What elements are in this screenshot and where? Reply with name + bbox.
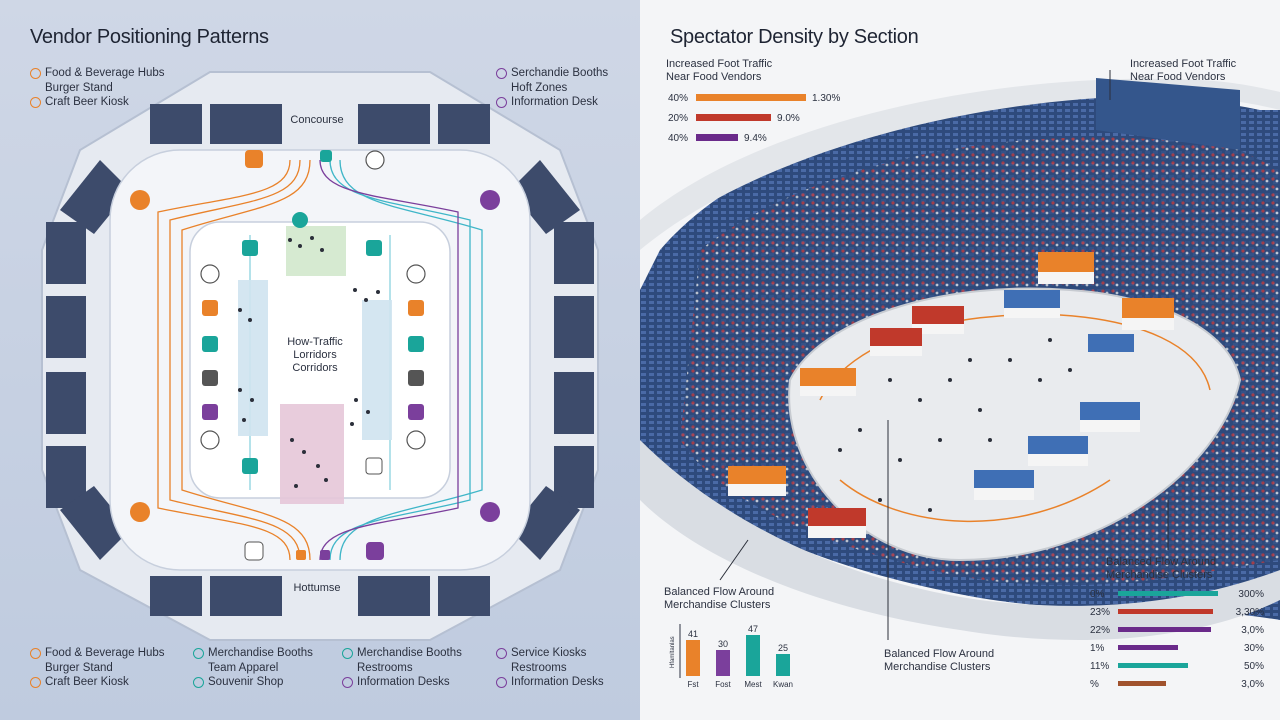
seating-blocks — [46, 104, 594, 616]
callout-leader-lines — [719, 70, 1169, 640]
beer-icon — [30, 96, 41, 108]
bar-value: 9.4% — [744, 133, 767, 144]
mini-bar-value: 41 — [688, 629, 698, 639]
bar-label: 0% — [1090, 589, 1105, 600]
flow-bar — [1118, 663, 1188, 668]
mini-bar-category: Kwan — [773, 680, 793, 689]
legend-food-top: Food & Beverage Hubs Burger Stand Craft … — [30, 66, 165, 110]
bar-label: 22% — [1090, 625, 1110, 636]
top-traffic-bars: 40% 1.30% 20% 9.0% 40% 9.4% — [668, 93, 840, 144]
callout-balanced-flow-mid: Balanced Flow Around Merchandise Cluster… — [884, 648, 995, 673]
callout-balanced-flow-left: Balanced Flow Around Merchandise Cluster… — [664, 586, 775, 611]
flow-bar — [1118, 627, 1211, 632]
kiosk-icon — [496, 647, 507, 659]
bar-label: 1% — [1090, 643, 1105, 654]
bar-value: 3,30% — [1236, 607, 1264, 618]
crowd-figures — [238, 236, 380, 488]
mini-bar-category: Fost — [715, 680, 731, 689]
booth-icon — [496, 67, 507, 79]
bottom-legend-merch-2: Merchandise Booths Restrooms Information… — [342, 646, 462, 690]
zone-blue-left — [238, 280, 268, 436]
bar-value: 3,0% — [1241, 625, 1264, 636]
vendor-positioning-panel: Vendor Positioning Patterns Food & Bever… — [0, 0, 640, 720]
mini-bar — [686, 640, 700, 676]
vendor-icons — [130, 150, 500, 561]
mini-axis-label: Hfamltanlas — [670, 636, 676, 668]
zone-blue-right — [362, 300, 392, 440]
mini-bar-value: 25 — [778, 643, 788, 653]
flow-bar — [1118, 645, 1178, 650]
stadium-floor-plan — [41, 71, 599, 641]
bar-value: 3,0% — [1241, 679, 1264, 690]
zone-pink — [280, 404, 344, 504]
bar-label: 40% — [668, 93, 688, 104]
bar-value: 9.0% — [777, 113, 800, 124]
mini-bar-category: Fst — [687, 680, 699, 689]
bottom-legend-food: Food & Beverage Hubs Burger Stand Craft … — [30, 646, 165, 690]
vendor-booths — [728, 252, 1174, 538]
info-icon — [496, 676, 507, 688]
people-on-floor — [838, 338, 1072, 512]
mini-bar-value: 30 — [718, 639, 728, 649]
traffic-bar — [696, 114, 771, 121]
concourse-floor — [788, 287, 1242, 562]
legend-merch-top: Serchandie Booths Hoft Zones Information… — [496, 66, 608, 110]
mini-bar — [716, 650, 730, 676]
callout-food-traffic-right: Increased Foot Traffic Near Food Vendors — [1130, 58, 1237, 83]
mini-bar — [776, 654, 790, 676]
bottom-flow-bars: 0% 300% 23% 3,30% 22% 3,0% 1% 30% 11% 50%% 3,0% — [1090, 589, 1264, 690]
arena-rim — [640, 440, 1280, 640]
concourse-top-label: Concourse — [290, 114, 344, 126]
info-icon — [342, 676, 353, 688]
mini-bar — [746, 635, 760, 676]
booth-icon — [193, 647, 204, 659]
bar-label: 20% — [668, 113, 688, 124]
zone-green — [286, 226, 346, 276]
mini-bar-category: Mest — [744, 680, 762, 689]
left-panel-title: Vendor Positioning Patterns — [30, 26, 269, 48]
flow-bar — [1118, 681, 1166, 686]
bar-label: 11% — [1090, 661, 1109, 672]
center-corridor-label: How-Traffic Lorridors Corridors — [287, 336, 343, 374]
bar-value: 50% — [1244, 661, 1264, 672]
arena-illustration — [640, 70, 1280, 640]
bar-value: 1.30% — [812, 93, 840, 104]
traffic-bar — [696, 134, 738, 141]
right-panel-title: Spectator Density by Section — [670, 26, 919, 48]
flow-bar — [1118, 591, 1218, 596]
info-icon — [496, 96, 507, 108]
spectator-density-panel: Spectator Density by Section Increased F… — [640, 0, 1280, 720]
food-icon — [30, 67, 41, 79]
beer-icon — [30, 676, 41, 688]
mini-bar-value: 47 — [748, 624, 758, 634]
booth-icon — [342, 647, 353, 659]
bottom-legend-service: Service Kiosks Restrooms Information Des… — [496, 646, 604, 690]
bar-value: 30% — [1244, 643, 1264, 654]
bar-label: % — [1090, 679, 1099, 690]
concourse-bottom-label: Hottumse — [293, 582, 341, 594]
bar-value: 300% — [1238, 589, 1264, 600]
bottom-legend-merch-1: Merchandise Booths Team Apparel Souvenir… — [193, 646, 313, 690]
flow-bar — [1118, 609, 1213, 614]
traffic-bar — [696, 94, 806, 101]
souvenir-icon — [193, 676, 204, 688]
food-icon — [30, 647, 41, 659]
scoreboard — [1096, 78, 1240, 150]
bar-label: 23% — [1090, 607, 1110, 618]
bar-label: 40% — [668, 133, 688, 144]
callout-balanced-flow-right: Balanced Flow Around Merchandise Cluster… — [1106, 556, 1217, 581]
callout-food-traffic-left: Increased Foot Traffic Near Food Vendors — [666, 58, 773, 83]
